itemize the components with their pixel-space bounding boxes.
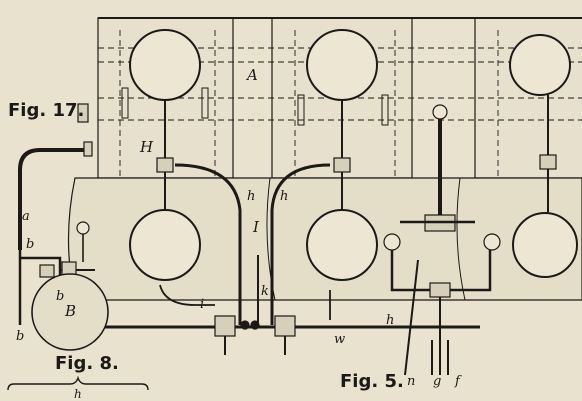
pipe-h-mid [270, 163, 331, 325]
label-g: g [433, 374, 442, 389]
label-I: I [253, 218, 259, 236]
gauge-low-2 [306, 209, 378, 281]
gauge-top-3 [509, 34, 571, 96]
pipe-h-left [174, 163, 242, 325]
label-h-low: h [386, 313, 395, 328]
gauge-low-3 [512, 212, 578, 278]
pipe-a [18, 148, 85, 250]
label-b-mid: b [56, 289, 65, 304]
label-n: n [407, 374, 416, 389]
label-b-top: b [26, 237, 35, 252]
label-w: w [334, 332, 346, 347]
gauge-low-1 [129, 209, 201, 281]
label-B: B [65, 302, 77, 320]
gauge-top-2 [306, 29, 378, 101]
fig8-label: Fig. 8. [55, 353, 119, 374]
label-k: k [261, 284, 269, 299]
label-h-left: h [247, 189, 256, 204]
fig17-label: Fig. 17. [8, 100, 85, 121]
vessel-B [31, 273, 109, 351]
label-brace-h: h [74, 387, 82, 401]
fig5-label: Fig. 5. [340, 371, 404, 392]
label-f: f [455, 374, 460, 389]
label-a: a [22, 209, 30, 224]
label-A: A [247, 66, 258, 84]
label-b-low: b [16, 329, 25, 344]
label-H: H [140, 138, 154, 156]
label-i: i [200, 297, 205, 312]
gauge-top-1 [129, 29, 201, 101]
label-h-mid: h [280, 189, 289, 204]
